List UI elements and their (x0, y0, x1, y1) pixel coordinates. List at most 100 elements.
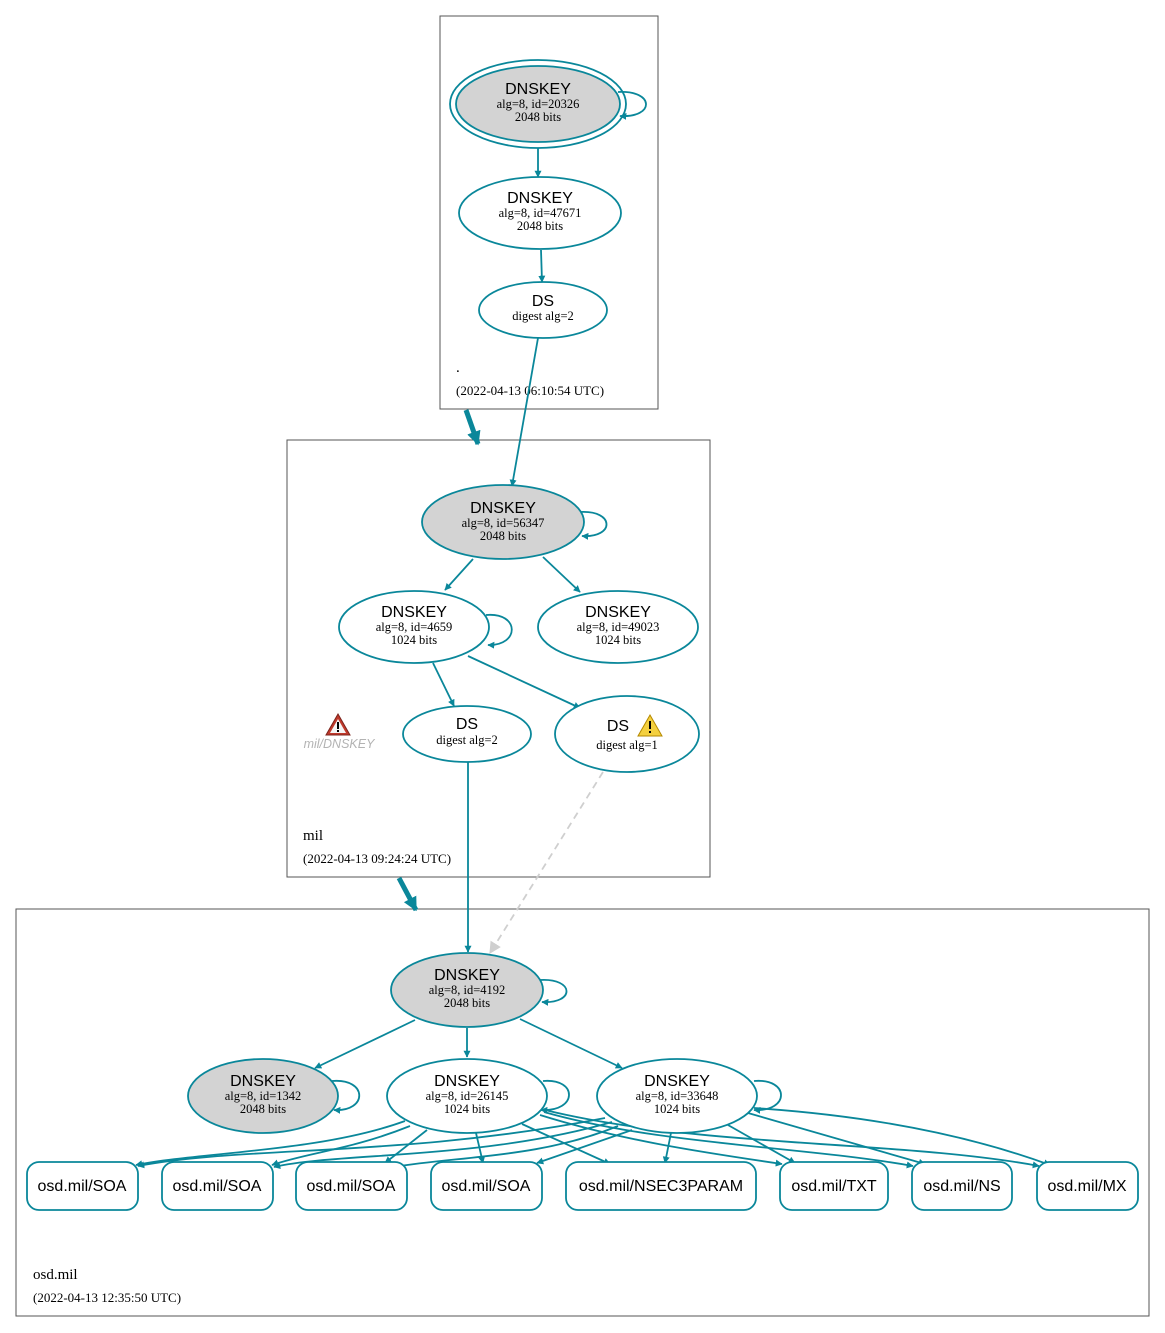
node-root-zsk-bits: 2048 bits (517, 219, 563, 233)
node-osd-33648-title: DNSKEY (644, 1073, 710, 1090)
rrset-soa-3-label: osd.mil/SOA (307, 1178, 396, 1195)
rrset-mx[interactable]: osd.mil/MX (1036, 1161, 1139, 1211)
zone-mil-box (286, 439, 711, 878)
edge-26145-soa1 (135, 1120, 406, 1168)
node-root-ksk[interactable]: DNSKEY alg=8, id=20326 2048 bits (449, 59, 627, 149)
node-root-ksk-bits: 2048 bits (515, 110, 561, 124)
zone-mil-timestamp: (2022-04-13 09:24:24 UTC) (303, 851, 451, 866)
error-triangle-icon (325, 712, 351, 736)
edge-osd-ksk-self (539, 979, 568, 1006)
rrset-soa-1[interactable]: osd.mil/SOA (26, 1161, 139, 1211)
rrset-nsec3param[interactable]: osd.mil/NSEC3PARAM (565, 1161, 757, 1211)
rrset-txt[interactable]: osd.mil/TXT (779, 1161, 889, 1211)
edge-mil-ds1-osd-ksk (489, 771, 604, 955)
edge-osd-ksk-k1342 (314, 1019, 416, 1069)
edge-33648-mx (753, 1107, 1051, 1167)
edge-mil-zsk1-self (485, 614, 513, 649)
edge-26145-ns (543, 1111, 914, 1169)
node-mil-ds-alg1[interactable]: DS digest alg=1 (554, 695, 700, 773)
node-osd-1342-bits: 2048 bits (240, 1102, 286, 1116)
rrset-soa-1-label: osd.mil/SOA (38, 1178, 127, 1195)
node-osd-ksk-alg: alg=8, id=4192 (429, 983, 506, 997)
node-osd-ksk-title: DNSKEY (434, 967, 500, 984)
edge-33648-soa1 (137, 1117, 606, 1169)
edge-osd-k33648-self (753, 1080, 782, 1114)
edge-26145-soa3 (384, 1129, 428, 1164)
node-osd-26145-bits: 1024 bits (444, 1102, 490, 1116)
edge-root-ds-mil-ksk (509, 337, 539, 487)
node-root-zsk-alg: alg=8, id=47671 (499, 206, 582, 220)
node-osd-26145-title: DNSKEY (434, 1073, 500, 1090)
node-mil-dnskey-error[interactable]: mil/DNSKEY (304, 712, 377, 751)
node-mil-ds1-title: DS (607, 718, 629, 735)
rrset-soa-2-label: osd.mil/SOA (173, 1178, 262, 1195)
rrset-soa-3[interactable]: osd.mil/SOA (295, 1161, 408, 1211)
delegation-arrow-mil-osd (396, 876, 419, 912)
edge-osd-k26145-self (540, 1080, 570, 1114)
node-mil-ds2-title: DS (456, 716, 478, 733)
edge-33648-soa3 (393, 1125, 619, 1170)
zone-root-box (439, 15, 659, 410)
node-root-ds-digest: digest alg=2 (512, 309, 574, 323)
node-mil-ds1-digest: digest alg=1 (596, 738, 658, 752)
node-mil-ds2-digest: digest alg=2 (436, 733, 498, 747)
edge-26145-mx (544, 1109, 1040, 1169)
edge-mil-ksk-self (579, 511, 608, 540)
edge-mil-zsk1-ds2 (432, 662, 455, 707)
rrset-soa-4[interactable]: osd.mil/SOA (430, 1161, 543, 1211)
node-mil-ds-alg2[interactable]: DS digest alg=2 (402, 705, 532, 763)
edge-osd-k1342-self (331, 1080, 361, 1114)
node-mil-zsk2-alg: alg=8, id=49023 (577, 620, 660, 634)
edge-33648-ns (747, 1112, 926, 1166)
node-mil-zsk1-bits: 1024 bits (391, 633, 437, 647)
node-mil-ksk[interactable]: DNSKEY alg=8, id=56347 2048 bits (421, 484, 585, 560)
zone-osd-timestamp: (2022-04-13 12:35:50 UTC) (33, 1290, 181, 1305)
rrset-soa-2[interactable]: osd.mil/SOA (161, 1161, 274, 1211)
zone-osd-name: osd.mil (33, 1267, 78, 1283)
edge-root-zsk-ds (538, 249, 546, 283)
edge-33648-soa4 (536, 1129, 633, 1165)
node-mil-zsk-49023[interactable]: DNSKEY alg=8, id=49023 1024 bits (537, 590, 699, 664)
node-mil-zsk2-bits: 1024 bits (595, 633, 641, 647)
node-osd-dnskey-1342[interactable]: DNSKEY alg=8, id=1342 2048 bits (187, 1058, 339, 1134)
edge-root-ksk-self (617, 91, 647, 120)
node-root-ksk-alg: alg=8, id=20326 (497, 97, 580, 111)
node-root-ds[interactable]: DS digest alg=2 (478, 281, 608, 339)
zone-root-name: . (456, 360, 460, 376)
edge-mil-ksk-zsk2 (542, 556, 581, 593)
rrset-mx-label: osd.mil/MX (1047, 1178, 1126, 1195)
node-mil-ksk-bits: 2048 bits (480, 529, 526, 543)
edge-33648-nsec3param (662, 1132, 672, 1164)
node-root-zsk-title: DNSKEY (507, 190, 573, 207)
node-osd-ksk-bits: 2048 bits (444, 996, 490, 1010)
node-mil-zsk-4659[interactable]: DNSKEY alg=8, id=4659 1024 bits (338, 590, 490, 664)
zone-root-timestamp: (2022-04-13 06:10:54 UTC) (456, 383, 604, 398)
rrset-nsec3param-label: osd.mil/NSEC3PARAM (579, 1178, 743, 1195)
node-osd-1342-alg: alg=8, id=1342 (225, 1089, 302, 1103)
node-osd-33648-bits: 1024 bits (654, 1102, 700, 1116)
delegation-arrow-root-mil (463, 409, 481, 446)
rrset-soa-4-label: osd.mil/SOA (442, 1178, 531, 1195)
node-osd-dnskey-33648[interactable]: DNSKEY alg=8, id=33648 1024 bits (596, 1058, 758, 1134)
node-mil-zsk1-alg: alg=8, id=4659 (376, 620, 453, 634)
rrset-txt-label: osd.mil/TXT (791, 1178, 877, 1195)
node-mil-ksk-title: DNSKEY (470, 500, 536, 517)
node-osd-ksk[interactable]: DNSKEY alg=8, id=4192 2048 bits (390, 952, 544, 1028)
node-osd-dnskey-26145[interactable]: DNSKEY alg=8, id=26145 1024 bits (386, 1058, 548, 1134)
edge-mil-ksk-zsk1 (444, 558, 474, 591)
rrset-ns[interactable]: osd.mil/NS (911, 1161, 1013, 1211)
node-mil-error-label: mil/DNSKEY (304, 737, 377, 751)
node-osd-33648-alg: alg=8, id=33648 (636, 1089, 719, 1103)
node-osd-26145-alg: alg=8, id=26145 (426, 1089, 509, 1103)
warning-triangle-icon (637, 713, 663, 737)
node-mil-zsk2-title: DNSKEY (585, 604, 651, 621)
zone-mil-name: mil (303, 828, 323, 844)
node-root-ds-title: DS (532, 293, 554, 310)
rrset-ns-label: osd.mil/NS (923, 1178, 1000, 1195)
node-root-ksk-title: DNSKEY (505, 81, 571, 98)
edge-33648-txt (727, 1124, 796, 1164)
node-root-zsk[interactable]: DNSKEY alg=8, id=47671 2048 bits (458, 176, 622, 250)
zone-osd-box (15, 908, 1150, 1317)
node-mil-zsk1-title: DNSKEY (381, 604, 447, 621)
